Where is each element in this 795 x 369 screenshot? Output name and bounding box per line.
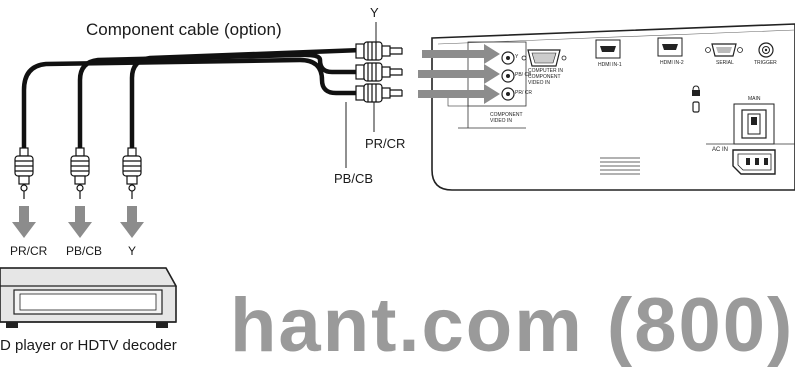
rca-plugs-right (355, 41, 403, 103)
port-label-component-small: COMPONENT VIDEO IN (528, 74, 561, 86)
arrow-pb (418, 64, 500, 84)
hdmi1-port (595, 39, 621, 59)
port-label-component-block: COMPONENT VIDEO IN (490, 112, 523, 124)
label-pb-cb-right: PB/CB (334, 171, 374, 186)
watermark-text: hant.com (800) (230, 283, 795, 368)
hdmi2-port (657, 37, 683, 57)
ac-in-socket (706, 143, 795, 175)
projector-rear-panel (431, 23, 795, 191)
arrow-pr (418, 84, 500, 104)
main-power-switch (733, 103, 775, 145)
port-label-y: Y (515, 54, 519, 60)
label-leader-lines (345, 22, 377, 168)
diagram-drawing (0, 22, 795, 328)
label-pr-cr-right: PR/CR (365, 136, 406, 151)
label-pb-cb-left: PB/CB (66, 244, 103, 258)
label-y-top: Y (370, 5, 379, 20)
port-label-ac-in: AC IN (712, 147, 729, 153)
arrow-y (422, 44, 500, 64)
label-y-left: Y (128, 244, 137, 258)
signal-arrows-down (12, 206, 144, 238)
port-label-trigger: TRIGGER (754, 60, 777, 66)
serial-port (705, 43, 743, 57)
security-lock-icon (692, 85, 700, 113)
rca-plugs-bottom (14, 147, 142, 199)
cable-label: Component cable (option) (86, 20, 282, 39)
port-label-computer-in: COMPUTER IN (528, 68, 563, 74)
connection-diagram: Component cable (option) Y PR/CR PB/CB P… (0, 5, 795, 368)
arrow-down-y (120, 206, 144, 238)
device-label: D player or HDTV decoder (0, 337, 177, 354)
port-label-main: MAIN (748, 96, 761, 102)
signal-arrows-right (418, 44, 500, 104)
computer-in-port (521, 49, 567, 67)
dvd-player-device (0, 267, 178, 328)
port-label-pb: PB/ CB (515, 72, 532, 78)
trigger-port (758, 42, 774, 58)
arrow-down-pb (68, 206, 92, 238)
component-cable (21, 47, 365, 151)
port-label-pr: PR/ CR (515, 90, 532, 96)
port-label-serial: SERIAL (716, 60, 734, 66)
label-pr-cr-left: PR/CR (10, 244, 48, 258)
vent-grille (600, 157, 640, 175)
port-label-hdmi1: HDMI IN-1 (598, 62, 622, 68)
projector-rca-jacks (501, 51, 515, 101)
arrow-down-pr (12, 206, 36, 238)
port-label-hdmi2: HDMI IN-2 (660, 60, 684, 66)
